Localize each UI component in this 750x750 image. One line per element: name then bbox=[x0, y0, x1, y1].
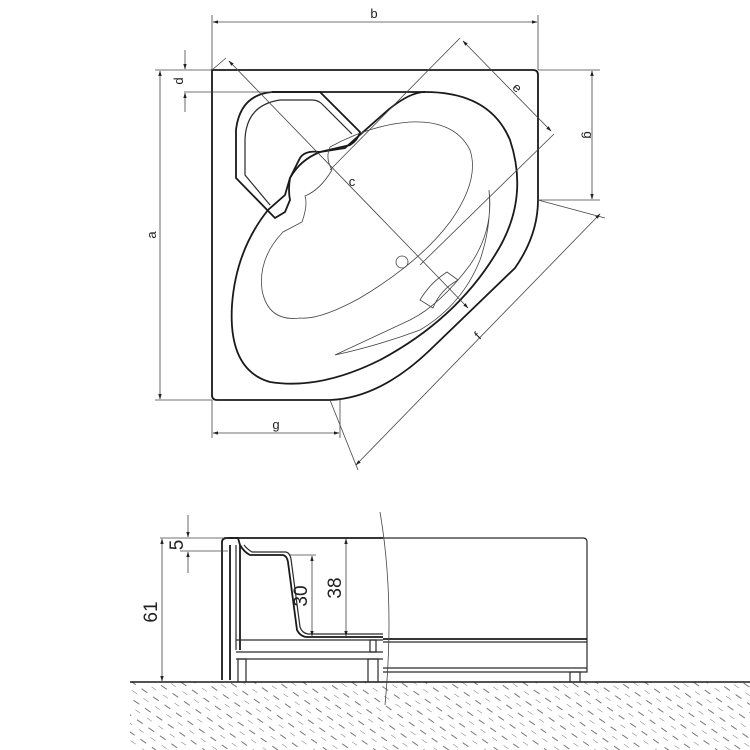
dim-label-5: 5 bbox=[167, 540, 188, 551]
front-panel bbox=[383, 537, 588, 673]
dim-label-g-bottom: g bbox=[272, 417, 279, 432]
top-view: b a d g g c e f bbox=[144, 6, 606, 471]
basin-outline bbox=[230, 91, 519, 385]
side-view: 5 61 30 38 bbox=[130, 511, 750, 750]
backrest-curve bbox=[334, 189, 491, 356]
dim-label-b: b bbox=[370, 6, 377, 21]
dim-label-e: e bbox=[509, 80, 525, 96]
dim-label-d: d bbox=[171, 77, 186, 84]
backrest-step bbox=[419, 271, 459, 309]
dim-label-g-right: g bbox=[581, 131, 596, 138]
dim-label-a: a bbox=[144, 231, 159, 239]
floor-hatch bbox=[130, 682, 750, 750]
seat-inner bbox=[244, 99, 353, 206]
leg-mid-upper bbox=[369, 639, 377, 653]
seat-profile bbox=[239, 544, 383, 638]
tub-outer-outline bbox=[211, 69, 539, 401]
dim-label-30: 30 bbox=[291, 585, 312, 606]
leg-mid bbox=[367, 658, 379, 683]
basin-inner-thin bbox=[261, 121, 473, 319]
seat-outer bbox=[235, 91, 361, 220]
leg-left bbox=[237, 658, 247, 683]
drain-icon bbox=[395, 255, 409, 269]
tub-wall-section bbox=[221, 537, 241, 680]
dim-label-38: 38 bbox=[325, 577, 346, 598]
dim-label-c: c bbox=[349, 174, 356, 189]
break-line bbox=[379, 511, 390, 706]
dim-label-61: 61 bbox=[141, 601, 162, 622]
foot-right bbox=[569, 671, 581, 683]
